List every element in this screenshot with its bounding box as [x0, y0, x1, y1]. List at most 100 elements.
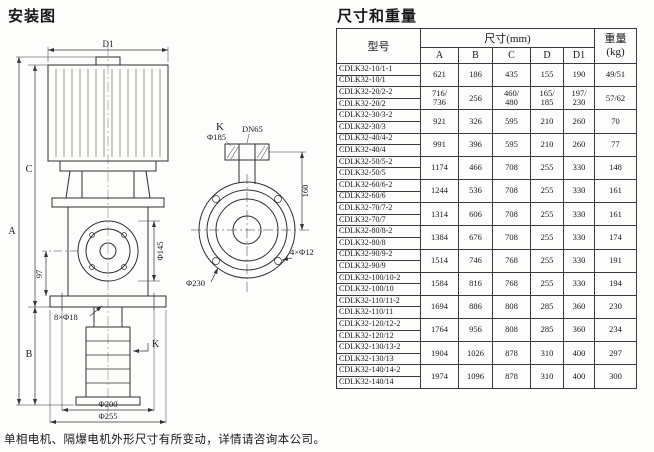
dim-cell-d: 165/ 185 [530, 86, 564, 111]
dim-cell-a: 716/ 736 [420, 86, 459, 111]
col-header-d1: D1 [563, 47, 595, 64]
model-cell: CDLK32-100/10 [336, 283, 421, 296]
model-cell: CDLK32-60/6 [336, 190, 421, 204]
model-cell: CDLK32-20/2 [336, 97, 421, 111]
weight-cell: 70 [594, 109, 637, 134]
model-cell: CDLK32-40/4-2 [336, 132, 421, 146]
dim-cell-a: 1384 [420, 225, 459, 250]
dim-cell-d: 255 [530, 271, 564, 296]
model-cell: CDLK32-40/4 [336, 144, 421, 157]
dim-cell-c: 808 [492, 318, 531, 343]
front-view-dimensions [16, 47, 169, 424]
installation-diagram-title: 安装图 [8, 8, 57, 25]
col-header-b: B [458, 47, 493, 64]
weight-cell: 300 [594, 364, 637, 389]
dim-cell-a: 1174 [420, 155, 459, 180]
dim-cell-d: 155 [530, 62, 564, 88]
model-cell: CDLK32-30/3-2 [336, 109, 421, 122]
dim-cell-d: 285 [530, 318, 564, 343]
table-row: CDLK32-60/6 [336, 190, 637, 204]
dim-cell-d1: 330 [563, 248, 595, 273]
dim-cell-c: 595 [492, 109, 531, 134]
dim-cell-d: 210 [530, 109, 564, 134]
dia-label-185: Φ185 [207, 132, 226, 142]
model-cell: CDLK32-50/5-2 [336, 155, 421, 169]
dia-label-145: Φ145 [155, 242, 165, 261]
col-header-a: A [420, 47, 459, 64]
dimensions-table-title: 尺寸和重量 [337, 8, 418, 25]
weight-cell: 161 [594, 178, 637, 204]
bolt-label-4x12: 4×Φ12 [290, 247, 314, 257]
table-row: CDLK32-140/14 [336, 376, 637, 389]
model-cell: CDLK32-60/6-2 [336, 178, 421, 192]
weight-cell: 49/51 [594, 62, 637, 88]
weight-cell: 234 [594, 318, 637, 343]
weight-cell: 191 [594, 248, 637, 273]
model-cell: CDLK32-20/2-2 [336, 86, 421, 99]
dim-cell-b: 536 [458, 178, 493, 204]
dim-cell-b: 746 [458, 248, 493, 273]
dim-cell-d: 255 [530, 178, 564, 204]
dim-cell-a: 921 [420, 109, 459, 134]
dim-cell-b: 396 [458, 132, 493, 157]
top-view-dimensions [191, 133, 309, 292]
dim-cell-d1: 360 [563, 318, 595, 343]
dim-cell-a: 1584 [420, 271, 459, 296]
weight-cell: 77 [594, 132, 637, 157]
dim-cell-d: 255 [530, 202, 564, 227]
model-cell: CDLK32-140/14 [336, 376, 421, 389]
dia-label-200: Φ200 [99, 399, 118, 409]
dimensions-table: 型号 尺寸(mm) 重量 (kg) A B C D D1 CDLK32-10/1… [336, 28, 637, 389]
dim-cell-b: 326 [458, 109, 493, 134]
port-label-dn65: DN65 [242, 124, 263, 134]
dim-cell-d1: 190 [563, 62, 595, 88]
dim-cell-b: 466 [458, 155, 493, 180]
dim-cell-c: 808 [492, 294, 531, 320]
table-row: CDLK32-50/5 [336, 167, 637, 180]
model-cell: CDLK32-70/7 [336, 213, 421, 227]
dim-cell-b: 1026 [458, 341, 493, 366]
model-cell: CDLK32-10/1-1 [336, 63, 421, 76]
model-cell: CDLK32-120/12 [336, 329, 421, 343]
dim-cell-a: 1514 [420, 248, 459, 273]
col-header-model: 型号 [336, 28, 421, 64]
dim-cell-d: 310 [530, 364, 564, 389]
dim-cell-d1: 400 [563, 341, 595, 366]
dim-cell-b: 186 [458, 62, 493, 88]
dim-cell-c: 878 [492, 364, 531, 389]
dim-cell-b: 956 [458, 318, 493, 343]
table-row: CDLK32-70/7 [336, 213, 637, 227]
table-row: CDLK32-80/8 [336, 236, 637, 250]
model-cell: CDLK32-130/13 [336, 352, 421, 366]
dim-cell-c: 878 [492, 341, 531, 366]
dim-cell-d1: 260 [563, 132, 595, 157]
weight-cell: 194 [594, 271, 637, 296]
dim-label-160: 160 [300, 185, 310, 198]
dim-label-c: C [26, 164, 33, 175]
dim-cell-b: 1096 [458, 364, 493, 389]
dim-cell-d1: 330 [563, 155, 595, 180]
dim-label-97: 97 [34, 270, 44, 279]
model-cell: CDLK32-30/3 [336, 120, 421, 134]
dim-cell-a: 621 [420, 62, 459, 88]
weight-header-line2: (kg) [606, 46, 625, 58]
model-cell: CDLK32-90/9 [336, 260, 421, 273]
dim-cell-d1: 330 [563, 178, 595, 204]
dim-cell-d1: 330 [563, 225, 595, 250]
dim-cell-a: 1314 [420, 202, 459, 227]
dim-cell-d: 285 [530, 294, 564, 320]
model-cell: CDLK32-10/1 [336, 74, 421, 88]
model-cell: CDLK32-120/12-2 [336, 318, 421, 331]
dim-cell-d1: 360 [563, 294, 595, 320]
dim-cell-c: 460/ 480 [492, 86, 531, 111]
dim-cell-d1: 330 [563, 271, 595, 296]
dimensions-table-section: 型号 尺寸(mm) 重量 (kg) A B C D D1 CDLK32-10/1… [336, 28, 637, 389]
dim-cell-a: 1764 [420, 318, 459, 343]
col-header-weight: 重量 (kg) [594, 28, 637, 64]
